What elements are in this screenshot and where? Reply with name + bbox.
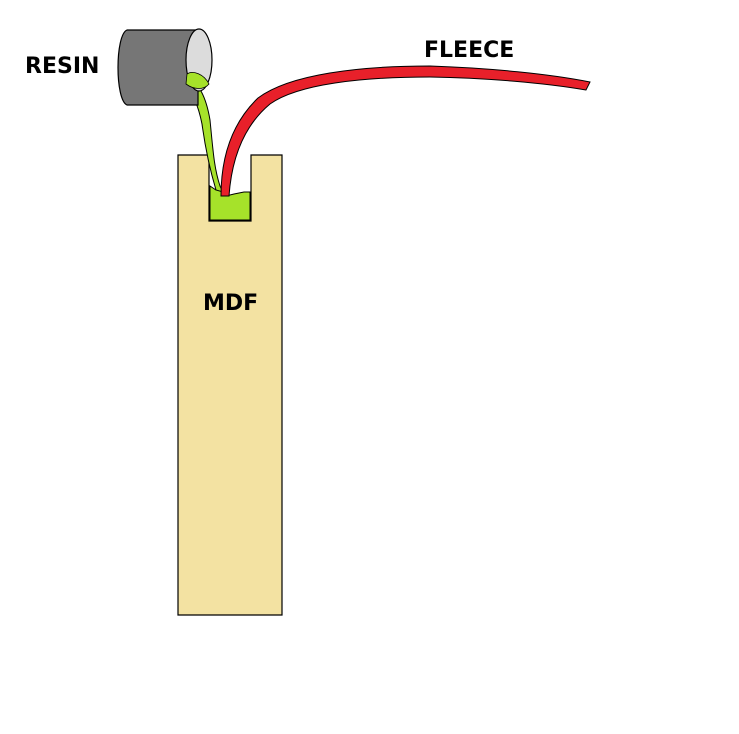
fleece-strip: [220, 65, 591, 197]
slot-resin-pool: [209, 185, 251, 221]
mdf-board: [177, 154, 283, 616]
resin-in-can: [185, 72, 210, 89]
resin-label: RESIN: [25, 54, 99, 79]
fleece-label: FLEECE: [424, 38, 514, 63]
resin-can: [117, 28, 213, 106]
resin-stream: [184, 77, 224, 193]
mdf-label: MDF: [203, 291, 258, 316]
resin-can-body: [117, 29, 199, 106]
